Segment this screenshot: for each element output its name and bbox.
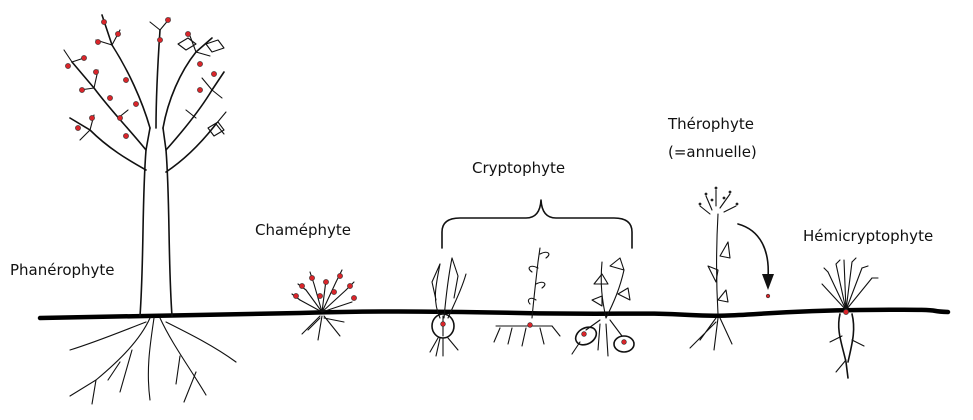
label-therophyte: Thérophyte bbox=[668, 114, 754, 134]
cryptophyte-bracket bbox=[442, 200, 632, 248]
label-phanerophyte: Phanérophyte bbox=[10, 260, 115, 280]
cryptophyte-bulb-drawing bbox=[430, 258, 466, 356]
label-therophyte-note: (=annuelle) bbox=[668, 142, 757, 162]
label-chamephyte: Chaméphyte bbox=[255, 220, 351, 240]
ground-line bbox=[40, 310, 948, 318]
hemicryptophyte-drawing bbox=[822, 258, 878, 378]
label-cryptophyte: Cryptophyte bbox=[472, 158, 565, 178]
cryptophyte-tuber-drawing bbox=[572, 258, 634, 356]
label-hemicryptophyte: Hémicryptophyte bbox=[803, 226, 933, 246]
cryptophyte-rhizome-drawing bbox=[494, 248, 560, 346]
seed-dot bbox=[766, 294, 770, 298]
phanerophyte-tree-drawing bbox=[64, 15, 236, 404]
seed-dispersal-arrow bbox=[738, 224, 768, 278]
chamephyte-shrub-drawing bbox=[292, 270, 357, 340]
therophyte-annual-drawing bbox=[690, 187, 774, 350]
